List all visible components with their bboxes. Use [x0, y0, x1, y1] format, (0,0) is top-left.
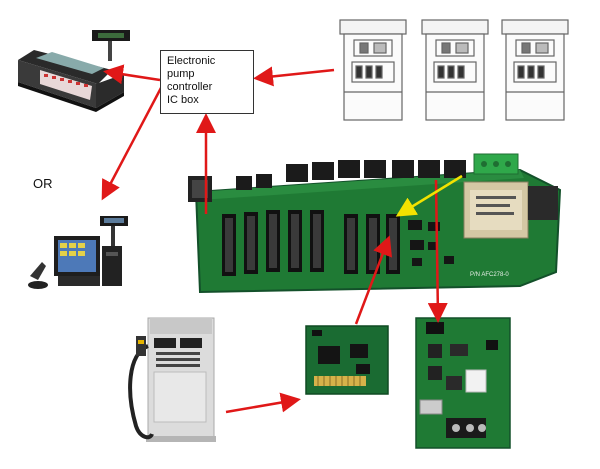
pos-terminal-illustration [18, 30, 130, 112]
arrow-module-to-board [354, 235, 393, 325]
ic-interface-module [305, 325, 389, 395]
arrow-dispensers-to-box [253, 66, 335, 87]
arrow-box-to-pos-terminal [103, 64, 161, 85]
controller-box-line-1: Electronic [167, 55, 216, 67]
board-model-label: P/N AFC278-0 [470, 272, 509, 278]
gas-pump-illustration [128, 317, 216, 442]
arrow-box-to-touchscreen-pos [101, 85, 164, 201]
arrow-yellow-highlight [395, 174, 463, 217]
touchscreen-pos-illustration [28, 216, 128, 289]
arrow-pump-to-module [225, 392, 301, 414]
main-controller-board: P/N AFC278-0 [188, 153, 562, 294]
or-label: OR [33, 176, 53, 191]
fuel-dispenser-drawing-1 [339, 19, 407, 121]
arrow-board-to-relay [427, 179, 448, 323]
controller-box-line-3: controller [167, 81, 213, 93]
connection-arrows [101, 64, 463, 414]
controller-box-line-2: pump [167, 68, 195, 80]
fuel-dispenser-drawing-3 [501, 19, 569, 121]
controller-box-label: Electronic pump controller IC box [160, 50, 254, 114]
relay-control-board [415, 317, 511, 449]
controller-box-line-4: IC box [167, 94, 199, 106]
fuel-dispenser-drawing-2 [421, 19, 489, 121]
